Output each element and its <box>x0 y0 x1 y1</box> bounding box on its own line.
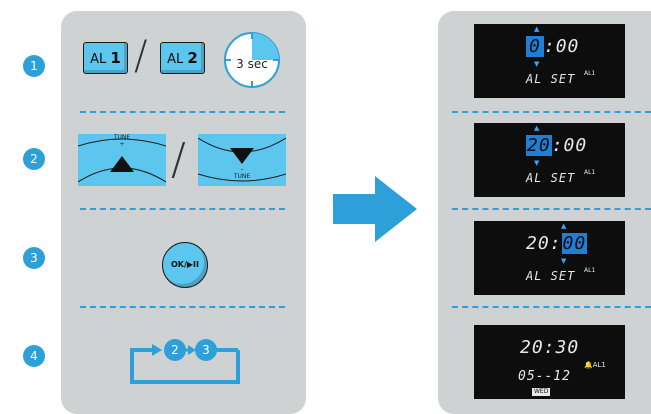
divider <box>452 111 651 113</box>
repeat-loop-icon <box>130 344 240 384</box>
loop-step-2: 2 <box>164 339 186 361</box>
al1-button[interactable]: AL 1 <box>83 42 128 74</box>
tune-minus-text: – TUNE <box>198 166 286 180</box>
display-alarm-tag: AL1 <box>584 267 596 274</box>
lcd-display-2: 20:00 ▲ ▼ AL SET AL1 <box>474 123 625 197</box>
hour-digit-highlight: 0 <box>526 36 544 57</box>
tune-minus-label: TUNE <box>233 173 251 180</box>
al2-button[interactable]: AL 2 <box>160 42 205 74</box>
down-arrow-icon: ▼ <box>534 60 540 68</box>
lcd-display-3: 20:00 ▲ ▼ AL SET AL1 <box>474 221 625 295</box>
tune-plus-sign: + <box>119 141 125 148</box>
display-mode: AL SET <box>526 269 576 283</box>
ok-play-pause-button[interactable]: OK/▶II <box>162 242 208 288</box>
arrow-right-icon <box>333 176 417 242</box>
tune-plus-text: TUNE + <box>78 134 166 148</box>
tune-up-button[interactable] <box>78 134 166 186</box>
display-mode: AL SET <box>526 171 576 185</box>
display-time: 20:00 <box>526 233 588 254</box>
display-time: 20:00 <box>526 135 588 156</box>
down-arrow-icon: ▼ <box>534 159 540 167</box>
day-indicator: WED <box>532 388 551 396</box>
timer-label: 3 sec <box>236 57 268 71</box>
bell-icon: 🔔 <box>584 361 593 369</box>
display-date: 05--12 <box>518 369 571 384</box>
lcd-display-4: 20:30 05--12 🔔AL1 WED <box>474 325 625 399</box>
al2-prefix: AL <box>167 52 184 67</box>
display-mode: AL SET <box>526 72 576 86</box>
lcd-display-1: 0:00 ▲ ▼ AL SET AL1 <box>474 24 625 98</box>
tune-plus-label: TUNE <box>113 134 131 141</box>
al1-number: 1 <box>110 49 121 67</box>
divider <box>80 111 285 113</box>
timer-icon <box>224 32 280 88</box>
loop-step-3: 3 <box>195 339 217 361</box>
up-arrow-icon: ▲ <box>534 124 540 132</box>
step-badge-3: 3 <box>23 247 45 269</box>
al2-number: 2 <box>187 49 198 67</box>
hour-digit-highlight: 20 <box>526 135 552 156</box>
divider <box>80 306 285 308</box>
step-badge-2: 2 <box>23 148 45 170</box>
minute-digit-highlight: 00 <box>561 233 588 254</box>
al1-prefix: AL <box>90 52 107 67</box>
divider <box>452 208 651 210</box>
display-alarm-tag: AL1 <box>584 169 596 176</box>
down-arrow-icon: ▼ <box>561 257 567 265</box>
step-badge-4: 4 <box>23 345 45 367</box>
up-arrow-icon: ▲ <box>561 222 567 230</box>
display-alarm-tag: 🔔AL1 <box>584 361 606 369</box>
up-arrow-icon: ▲ <box>534 25 540 33</box>
separator-slash: / <box>134 33 148 79</box>
separator-slash-2: / <box>171 134 186 185</box>
divider <box>452 306 651 308</box>
tune-minus-sign: – <box>240 166 244 173</box>
divider <box>80 208 285 210</box>
display-time: 20:30 <box>520 337 580 358</box>
display-time: 0:00 <box>526 36 579 57</box>
step-badge-1: 1 <box>23 55 45 77</box>
display-alarm-tag: AL1 <box>584 70 596 77</box>
tune-down-button[interactable] <box>198 134 286 186</box>
